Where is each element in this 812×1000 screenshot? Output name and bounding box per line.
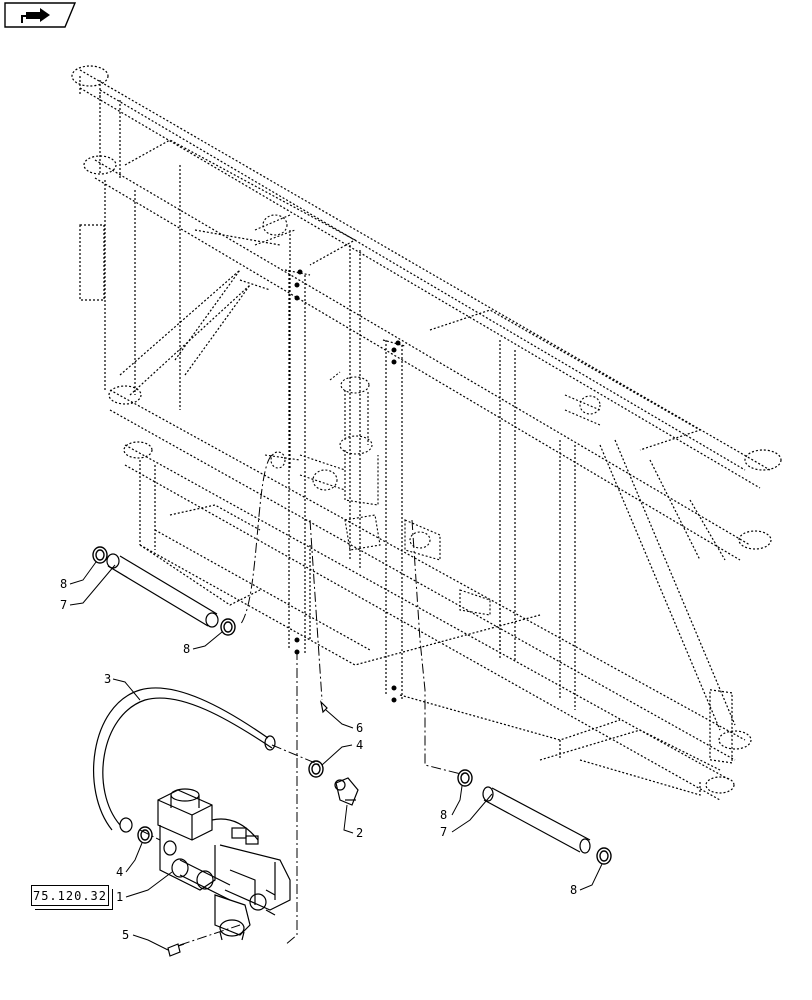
frame-plumbing: [254, 214, 601, 616]
screw-5: [167, 943, 185, 957]
hose-7-lower: [482, 786, 591, 854]
section-reference-link[interactable]: 75.120.32: [31, 885, 113, 910]
mounting-rails: [284, 269, 406, 700]
next-page-arrow-icon[interactable]: [4, 2, 77, 28]
callout-7[interactable]: 7: [440, 825, 447, 839]
rail-bolts: [294, 269, 401, 703]
hose-clamps: [92, 546, 612, 865]
boom-frame: [71, 65, 782, 801]
hose-7-upper: [106, 553, 219, 628]
callout-4[interactable]: 4: [356, 738, 363, 752]
callout-5[interactable]: 5: [122, 928, 129, 942]
callout-4[interactable]: 4: [116, 865, 123, 879]
assembly-center-lines: [139, 454, 466, 946]
valve-assembly-1: [157, 788, 291, 941]
callout-8[interactable]: 8: [570, 883, 577, 897]
callout-8[interactable]: 8: [183, 642, 190, 656]
callout-labels: 8 7 8 3 6 4 2 8 7 8 4 1 5: [60, 577, 577, 942]
elbow-fitting-2: [334, 777, 359, 806]
section-reference-label: 75.120.32: [32, 888, 108, 903]
callout-1[interactable]: 1: [116, 890, 123, 904]
callout-leaders: [69, 561, 603, 951]
callout-6[interactable]: 6: [356, 721, 363, 735]
part-6: [320, 700, 328, 714]
callout-8[interactable]: 8: [60, 577, 67, 591]
callout-2[interactable]: 2: [356, 826, 363, 840]
hose-3: [93, 687, 276, 833]
callout-7[interactable]: 7: [60, 598, 67, 612]
callout-3[interactable]: 3: [104, 672, 111, 686]
callout-8[interactable]: 8: [440, 808, 447, 822]
